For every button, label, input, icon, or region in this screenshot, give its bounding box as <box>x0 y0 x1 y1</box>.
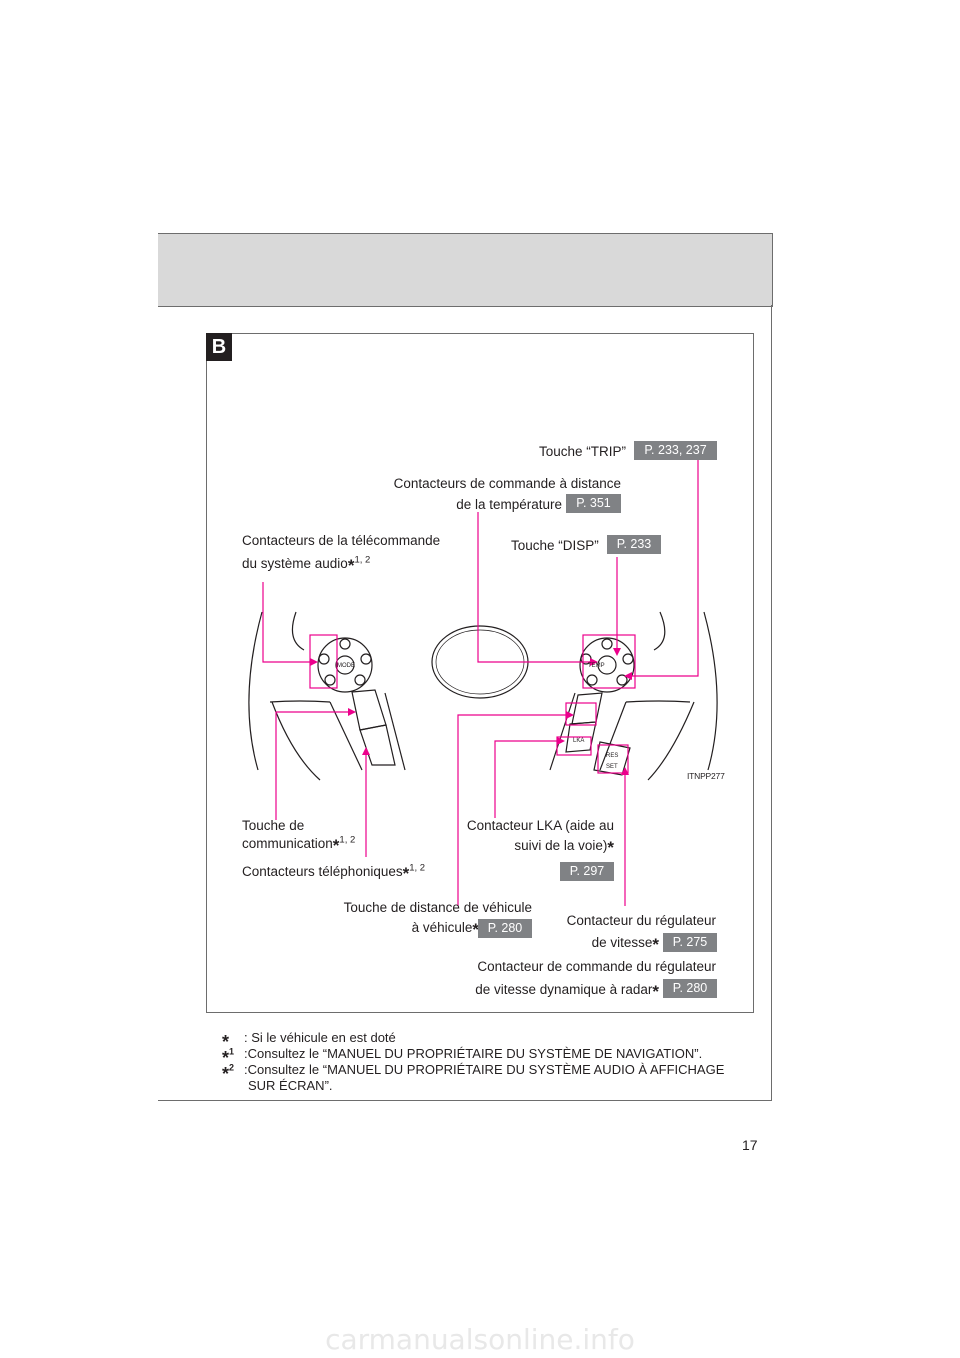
page-rule-right <box>771 305 772 1101</box>
illustration-panel <box>206 333 754 1013</box>
footnote-text: :Consultez le “MANUEL DU PROPRIÉTAIRE DU… <box>244 1062 725 1077</box>
res-text: RES <box>606 753 618 759</box>
header-band <box>158 233 773 307</box>
footnote-text: :Consultez le “MANUEL DU PROPRIÉTAIRE DU… <box>244 1046 703 1061</box>
temp-page-ref: P. 351 <box>566 494 621 513</box>
asterisk-mark: * <box>472 920 479 939</box>
temp-label-line1: Contacteurs de commande à distance <box>393 476 621 491</box>
mode-text: MODE <box>337 663 355 669</box>
set-text: SET <box>606 764 618 770</box>
footnote-optional: * : Si le véhicule en est doté <box>222 1030 724 1052</box>
lka-label-line1: Contacteur LKA (aide au <box>466 818 614 833</box>
cruise-label-line2-row: de vitesse* <box>591 934 659 954</box>
comm-label-line1: Touche de <box>242 818 305 833</box>
lka-page-ref: P. 297 <box>560 862 614 881</box>
diagram-code: ITNPP277 <box>687 771 725 781</box>
footnote-mark: * <box>222 1032 230 1052</box>
footnote-2-cont: SUR ÉCRAN”. <box>222 1078 724 1094</box>
leader-lines <box>262 460 699 906</box>
section-badge: B <box>206 333 232 361</box>
footnotes: * : Si le véhicule en est doté *1 :Consu… <box>222 1030 724 1094</box>
audio-sup: 1, 2 <box>354 554 371 566</box>
watermark: carmanualsonline.info <box>325 1323 635 1356</box>
disp-page-ref: P. 233 <box>607 535 661 554</box>
asterisk-mark: * <box>652 982 659 1001</box>
phone-sup: 1, 2 <box>409 862 426 874</box>
phone-label-row: Contacteurs téléphoniques*1, 2 <box>242 862 426 883</box>
comm-label-line2: communication <box>242 836 333 851</box>
asterisk-mark: * <box>347 556 355 575</box>
temp-text: TEMP <box>588 663 605 669</box>
footnote-mark: *1 <box>222 1046 235 1068</box>
footnote-2: *2 :Consultez le “MANUEL DU PROPRIÉTAIRE… <box>222 1062 725 1084</box>
dist-page-ref: P. 280 <box>478 919 532 938</box>
footnote-mark: *2 <box>222 1062 235 1084</box>
footnote-1: *1 :Consultez le “MANUEL DU PROPRIÉTAIRE… <box>222 1046 724 1068</box>
cruise-page-ref: P. 275 <box>663 933 717 952</box>
footnote-text: : Si le véhicule en est doté <box>244 1030 396 1045</box>
dist-label-line1: Touche de distance de véhicule <box>343 900 532 915</box>
phone-label: Contacteurs téléphoniques <box>242 864 403 879</box>
asterisk-mark: * <box>652 935 659 954</box>
asterisk-mark: * <box>332 836 340 855</box>
lka-text: LKA <box>573 738 584 744</box>
audio-label-line2-row: du système audio*1, 2 <box>242 554 371 575</box>
audio-label-line2: du système audio <box>242 556 348 571</box>
comm-sup: 1, 2 <box>339 834 356 846</box>
radar-label-line1: Contacteur de commande du régulateur <box>477 959 716 974</box>
page-rule-bottom <box>158 1100 772 1101</box>
audio-label-line1: Contacteurs de la télécommande <box>242 533 441 548</box>
temp-label-line2: de la température <box>456 497 562 512</box>
lka-label-line2-row: suivi de la voie)* <box>514 837 614 857</box>
highlight-boxes <box>309 634 636 774</box>
cruise-label-line2: de vitesse <box>591 935 653 950</box>
asterisk-mark: * <box>402 864 410 883</box>
radar-label-line2: de vitesse dynamique à radar <box>475 982 653 997</box>
dist-label-line2: à véhicule <box>411 920 473 935</box>
leader-arrows <box>310 648 632 775</box>
dist-label-line2-row: à véhicule* <box>411 919 479 939</box>
cruise-label-line1: Contacteur du régulateur <box>566 913 716 928</box>
page-number: 17 <box>742 1137 758 1153</box>
disp-label: Touche “DISP” <box>511 538 599 553</box>
footnote-text: SUR ÉCRAN”. <box>248 1078 333 1093</box>
lka-label-line2: suivi de la voie) <box>514 838 608 853</box>
radar-label-line2-row: de vitesse dynamique à radar* <box>475 981 659 1001</box>
radar-page-ref: P. 280 <box>663 979 717 998</box>
trip-page-ref: P. 233, 237 <box>634 441 717 460</box>
wheel-drawing <box>248 611 718 781</box>
trip-label: Touche “TRIP” <box>539 444 627 459</box>
asterisk-mark: * <box>607 838 614 857</box>
comm-label-line2-row: communication*1, 2 <box>242 834 356 855</box>
